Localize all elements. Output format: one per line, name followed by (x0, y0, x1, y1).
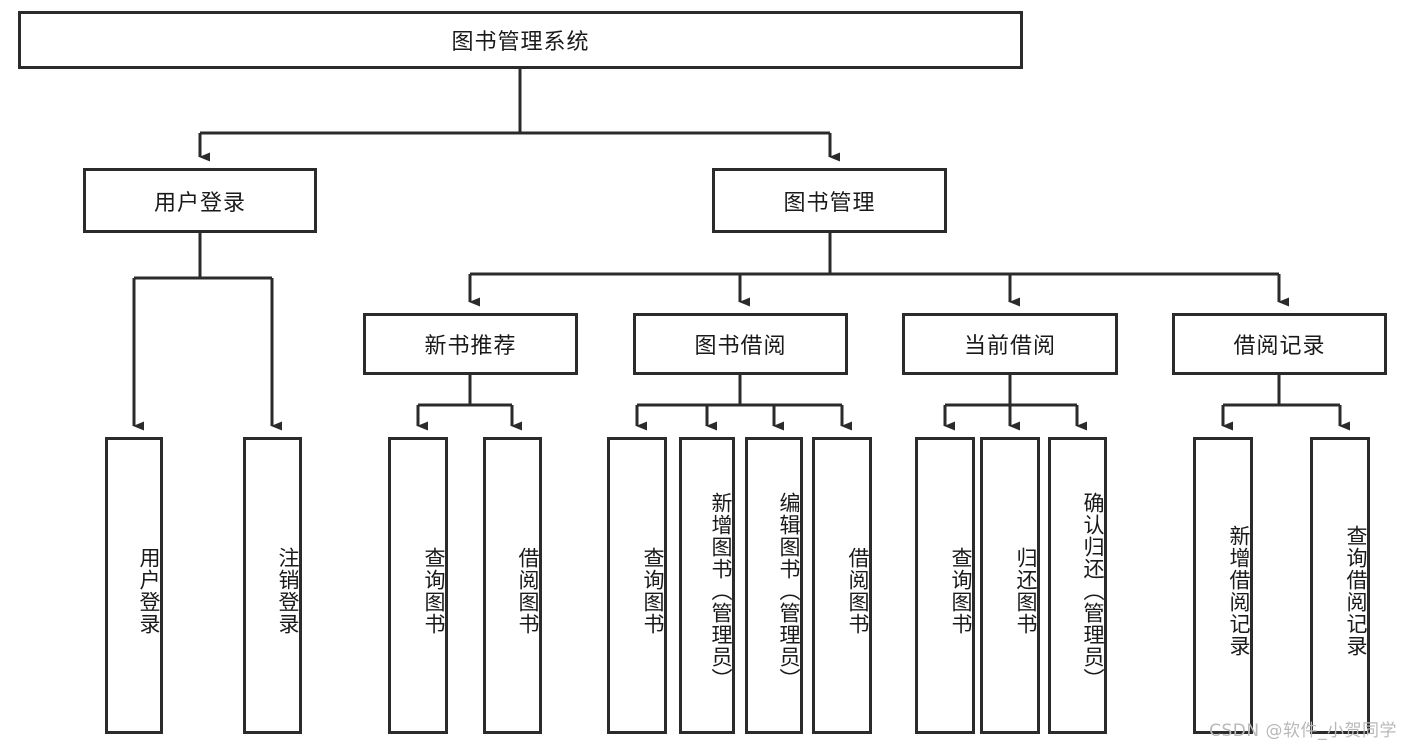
node-leaf-5[interactable]: 新增图书（管理员） (679, 437, 735, 734)
node-label: 用户登录 (137, 546, 161, 635)
node-leaf-8[interactable]: 查询图书 (915, 437, 975, 734)
node-label: 查询图书 (422, 546, 446, 635)
node-label: 当前借阅 (963, 334, 1056, 359)
csdn-watermark: CSDN @软件_小贺同学 (1209, 721, 1397, 741)
node-leaf-1[interactable]: 注销登录 (243, 437, 302, 734)
node-label: 注销登录 (276, 546, 300, 635)
node-leaf-0[interactable]: 用户登录 (105, 437, 163, 734)
node-label: 借阅图书 (516, 546, 540, 635)
node-level2-0[interactable]: 用户登录 (83, 168, 317, 233)
node-label: 用户登录 (153, 190, 246, 216)
node-label: 新增借阅记录 (1227, 524, 1251, 657)
node-label: 编辑图书（管理员） (777, 491, 801, 690)
node-leaf-7[interactable]: 借阅图书 (812, 437, 872, 734)
node-label: 图书管理 (783, 190, 876, 216)
node-label: 图书管理系统 (451, 30, 590, 55)
node-level3-0[interactable]: 新书推荐 (363, 313, 578, 375)
node-label: 查询图书 (641, 546, 665, 635)
node-leaf-11[interactable]: 新增借阅记录 (1193, 437, 1253, 734)
node-leaf-10[interactable]: 确认归还（管理员） (1048, 437, 1107, 734)
node-leaf-9[interactable]: 归还图书 (980, 437, 1040, 734)
node-label: 借阅记录 (1233, 334, 1326, 359)
node-leaf-12[interactable]: 查询借阅记录 (1310, 437, 1370, 734)
node-leaf-6[interactable]: 编辑图书（管理员） (745, 437, 803, 734)
node-level3-1[interactable]: 图书借阅 (633, 313, 848, 375)
node-level2-1[interactable]: 图书管理 (712, 168, 947, 233)
node-leaf-2[interactable]: 查询图书 (388, 437, 448, 734)
node-label: 确认归还（管理员） (1081, 491, 1105, 690)
node-label: 新增图书（管理员） (709, 491, 733, 690)
node-label: 查询图书 (949, 546, 973, 635)
node-level3-2[interactable]: 当前借阅 (902, 313, 1118, 375)
node-label: 借阅图书 (846, 546, 870, 635)
node-label: 新书推荐 (424, 334, 517, 359)
node-leaf-3[interactable]: 借阅图书 (483, 437, 542, 734)
node-leaf-4[interactable]: 查询图书 (607, 437, 667, 734)
node-label: 查询借阅记录 (1344, 524, 1368, 657)
node-level3-3[interactable]: 借阅记录 (1172, 313, 1387, 375)
node-root[interactable]: 图书管理系统 (18, 11, 1023, 69)
node-label: 图书借阅 (694, 334, 787, 359)
node-label: 归还图书 (1014, 546, 1038, 635)
